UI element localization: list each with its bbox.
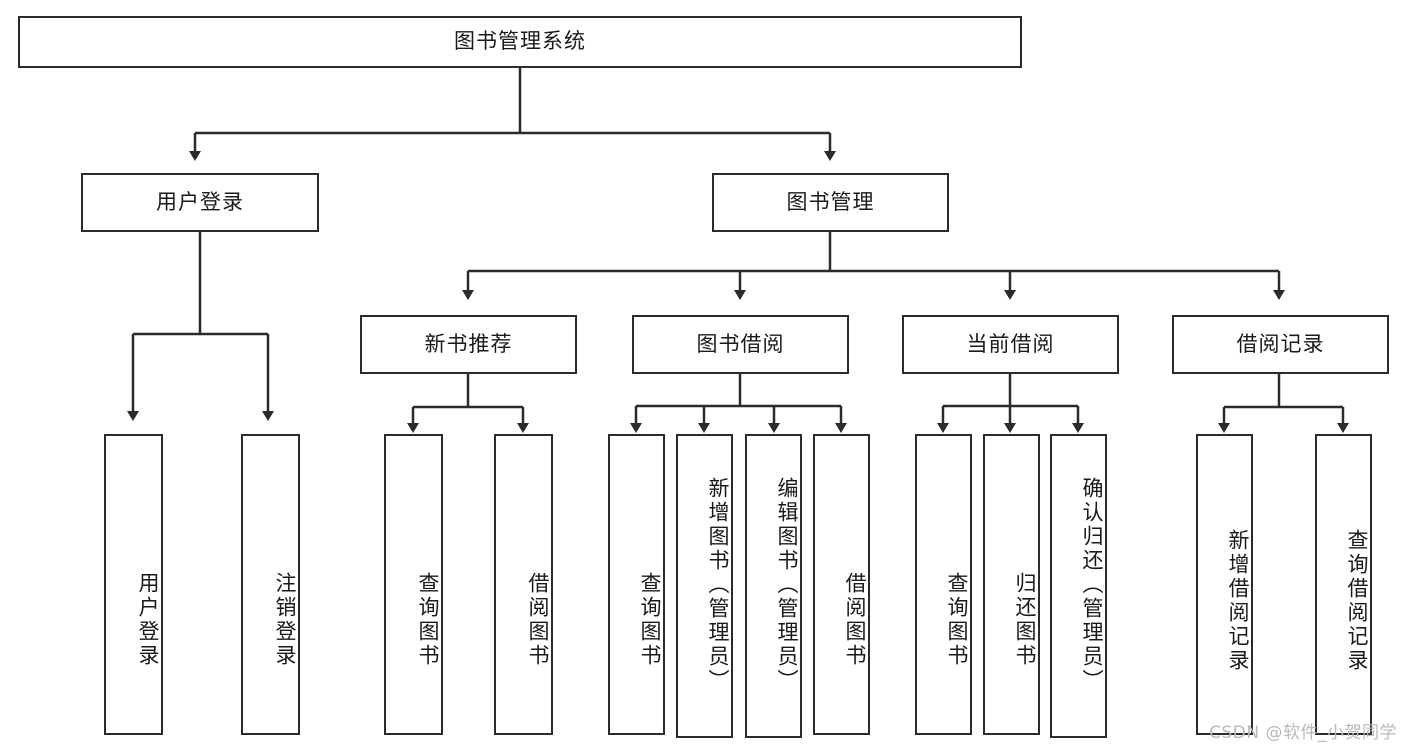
node-new-book-recommend[interactable]: 新书推荐 bbox=[360, 315, 577, 374]
leaf-record-query-label: 查询借阅记录 bbox=[1345, 528, 1369, 673]
leaf-user-login-logout[interactable]: 注销登录 bbox=[241, 434, 300, 735]
node-book-management-label: 图书管理 bbox=[786, 189, 875, 214]
leaf-current-confirm-return-label: 确认归还（管理员） bbox=[1080, 477, 1104, 693]
node-current-borrow[interactable]: 当前借阅 bbox=[902, 315, 1119, 374]
leaf-borrow-edit-book-label: 编辑图书（管理员） bbox=[775, 477, 799, 693]
leaf-record-query[interactable]: 查询借阅记录 bbox=[1315, 434, 1372, 735]
node-borrow-record[interactable]: 借阅记录 bbox=[1172, 315, 1389, 374]
leaf-new-book-borrow[interactable]: 借阅图书 bbox=[494, 434, 553, 735]
node-root[interactable]: 图书管理系统 bbox=[18, 16, 1022, 68]
leaf-current-return-book-label: 归还图书 bbox=[1013, 571, 1037, 668]
node-root-label: 图书管理系统 bbox=[454, 29, 586, 54]
node-user-login[interactable]: 用户登录 bbox=[81, 173, 319, 232]
leaf-user-login-logout-label: 注销登录 bbox=[273, 571, 297, 668]
leaf-new-book-borrow-label: 借阅图书 bbox=[526, 571, 550, 668]
leaf-record-add[interactable]: 新增借阅记录 bbox=[1196, 434, 1253, 735]
leaf-borrow-edit-book[interactable]: 编辑图书（管理员） bbox=[745, 434, 802, 738]
leaf-borrow-borrow-book-label: 借阅图书 bbox=[843, 571, 867, 668]
leaf-new-book-query[interactable]: 查询图书 bbox=[384, 434, 443, 735]
node-current-borrow-label: 当前借阅 bbox=[966, 331, 1055, 356]
leaf-user-login-login-label: 用户登录 bbox=[136, 571, 160, 668]
node-book-management[interactable]: 图书管理 bbox=[712, 173, 949, 232]
node-new-book-recommend-label: 新书推荐 bbox=[424, 331, 513, 356]
leaf-new-book-query-label: 查询图书 bbox=[416, 571, 440, 668]
leaf-current-return-book[interactable]: 归还图书 bbox=[983, 434, 1040, 735]
leaf-borrow-borrow-book[interactable]: 借阅图书 bbox=[813, 434, 870, 735]
leaf-current-query-book[interactable]: 查询图书 bbox=[915, 434, 972, 735]
leaf-borrow-add-book-label: 新增图书（管理员） bbox=[706, 477, 730, 693]
leaf-borrow-query-book[interactable]: 查询图书 bbox=[608, 434, 665, 735]
node-book-borrow-label: 图书借阅 bbox=[696, 331, 785, 356]
node-user-login-label: 用户登录 bbox=[156, 189, 244, 214]
leaf-record-add-label: 新增借阅记录 bbox=[1226, 528, 1250, 673]
node-book-borrow[interactable]: 图书借阅 bbox=[632, 315, 849, 374]
csdn-watermark: CSDN @软件_小贺同学 bbox=[1209, 723, 1397, 743]
leaf-borrow-query-book-label: 查询图书 bbox=[638, 571, 662, 668]
leaf-borrow-add-book[interactable]: 新增图书（管理员） bbox=[676, 434, 733, 738]
leaf-current-confirm-return[interactable]: 确认归还（管理员） bbox=[1050, 434, 1107, 738]
leaf-current-query-book-label: 查询图书 bbox=[945, 571, 969, 668]
leaf-user-login-login[interactable]: 用户登录 bbox=[104, 434, 163, 735]
node-borrow-record-label: 借阅记录 bbox=[1236, 331, 1325, 356]
